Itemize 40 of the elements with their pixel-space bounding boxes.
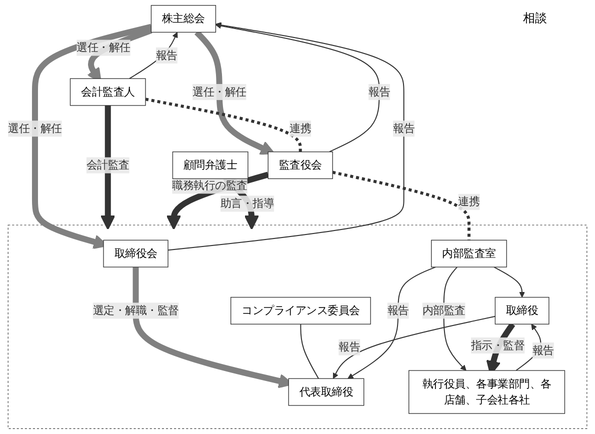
node-box: 株主総会: [150, 5, 216, 33]
edge-label: 報告: [393, 122, 415, 135]
node-box: 執行役員、各事業部門、各店舗、子会社各社: [408, 370, 566, 414]
edge-label: 助言・指導: [220, 197, 274, 210]
edge-label: 会計監査: [86, 158, 130, 172]
arrow: [332, 316, 496, 379]
arrow: [215, 22, 380, 152]
edge-label: 報告: [387, 304, 409, 317]
arrow: [168, 22, 404, 251]
node-box: 取締役会: [103, 240, 168, 268]
node-box: コンプライアンス委員会: [230, 296, 371, 324]
edge-label: 選任・解任: [192, 85, 246, 98]
edge-label: 報告: [532, 344, 554, 357]
edge-label: 職務執行の監査: [172, 178, 248, 192]
connector: [145, 98, 302, 152]
edge-label: 指示・監督: [470, 338, 525, 352]
node-box: 顧問弁護士: [172, 152, 248, 180]
node-box: 会計監査人: [70, 78, 146, 106]
cluster: [8, 224, 588, 429]
edge-label: 選任・解任: [76, 41, 130, 54]
node-box: 内部監査室: [431, 240, 507, 268]
arrow: [348, 266, 436, 379]
arrow: [493, 266, 526, 298]
connector: [300, 324, 320, 380]
arrow: [100, 105, 116, 230]
edge-label: 報告: [338, 340, 360, 354]
edge-label: 報告: [156, 48, 178, 62]
edge-label: 連携: [458, 195, 480, 208]
edge-label: 内部監査: [422, 304, 466, 317]
edge-label: 選定・解職・監督: [92, 304, 179, 317]
edge-label: 連携: [290, 122, 312, 135]
node-box: 取締役: [494, 296, 550, 324]
node-box: 監査役会: [268, 152, 333, 180]
arrow: [128, 32, 178, 80]
edge-label: 報告: [368, 85, 390, 98]
arrow: [516, 324, 542, 371]
note-text: 相談: [523, 10, 548, 27]
arrow: [194, 30, 275, 155]
edge-label: 選任・解任: [8, 122, 62, 135]
node-box: 代表取締役: [288, 378, 364, 406]
